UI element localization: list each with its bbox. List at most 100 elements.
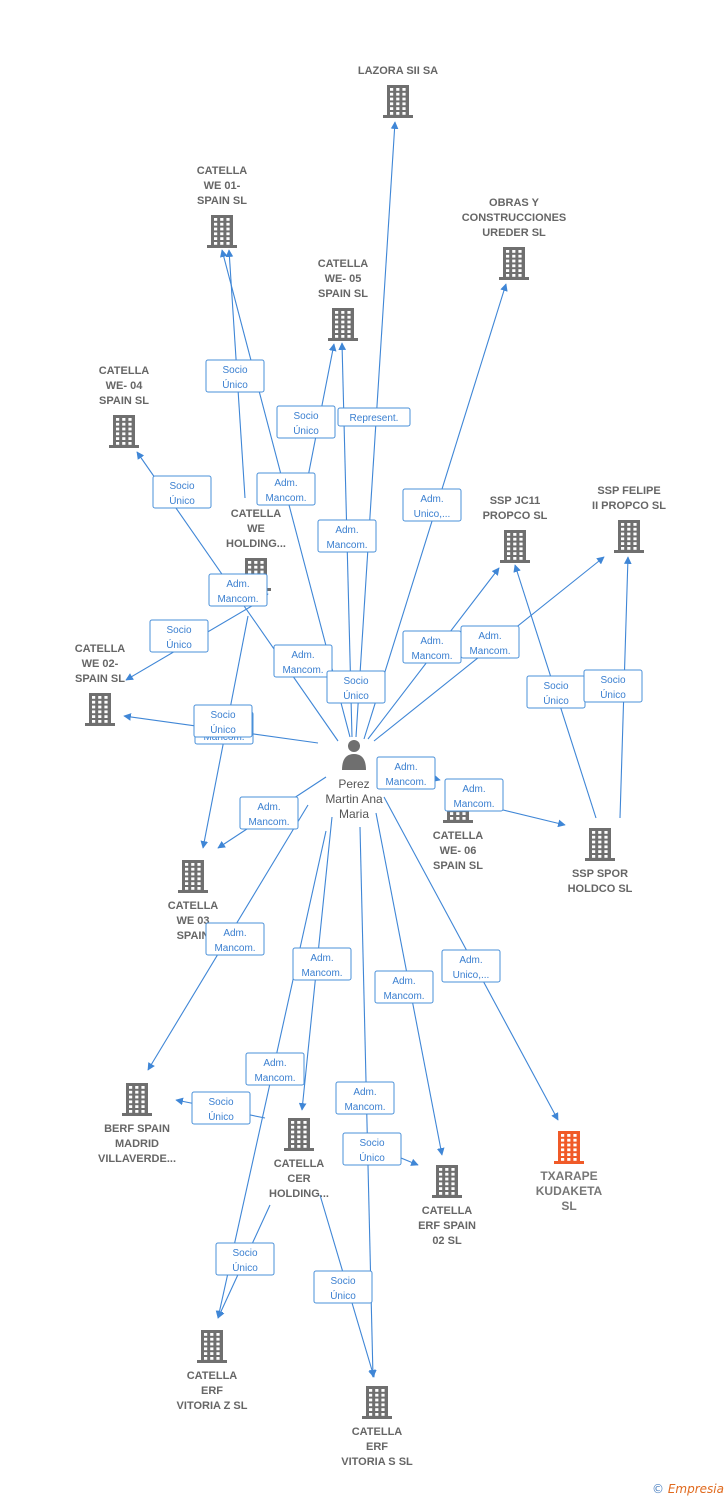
relation-label-line: Unico,... [453,970,490,981]
company-name-line: CATELLA [197,165,248,177]
relation-label-line: Mancom. [254,1073,295,1084]
company-name-line: 02 SL [432,1235,462,1247]
company-name-line: WE 02- [82,658,119,670]
relation-label-line: Adm. [335,525,358,536]
copyright-symbol: © [652,1482,665,1496]
relation-label-r-vitorias-a[interactable]: Adm.Mancom. [335,1081,395,1115]
company-name-line: CER [287,1173,310,1185]
company-name-line: WE- 06 [440,845,477,857]
relation-label-r-vitoriaz-a[interactable]: Adm.Mancom. [245,1052,305,1086]
company-name-line: WE [247,523,265,535]
company-name-line: MADRID [115,1138,159,1150]
relation-label-r-we05-b[interactable]: Adm.Mancom. [317,519,377,553]
relation-label-r-we01-b[interactable]: Adm.Mancom. [208,573,268,607]
company-name-line: CATELLA [422,1205,473,1217]
relation-label-line: Único [343,689,369,702]
company-node-lazora[interactable]: LAZORA SII SA [358,65,438,118]
relation-label-line: Socio [343,676,368,687]
relation-label-r-holding-a[interactable]: Adm.Mancom. [256,472,316,506]
company-name-line: CATELLA [274,1158,325,1170]
relation-label-r-obras[interactable]: Adm.Unico,... [402,488,462,522]
relation-label-line: Socio [222,365,247,376]
relation-label-r-we06-a[interactable]: Adm.Mancom. [376,756,436,790]
relation-label-line: Socio [208,1097,233,1108]
relation-label-r-lazora[interactable]: Represent. [337,407,411,427]
company-node-berf[interactable]: BERF SPAINMADRIDVILLAVERDE... [98,1083,176,1165]
company-node-we05[interactable]: CATELLA WE- 05 SPAIN SL [318,258,369,341]
relation-label-line: Único [600,688,626,701]
person-icon [348,740,360,752]
company-name-line: CATELLA [168,900,219,912]
footer-brand[interactable]: © Empresia [652,1482,724,1496]
company-node-cerholding[interactable]: CATELLA CER HOLDING... [269,1118,329,1200]
company-name-line: SPAIN SL [197,195,247,207]
company-name-line: CATELLA [318,258,369,270]
relation-label-line: Único [293,424,319,437]
relation-label-r-we03[interactable]: Adm. Mancom. [239,796,299,830]
company-name-line: SSP JC11 [490,495,541,507]
company-name-line: WE- 04 [106,380,144,392]
relation-label-line: Socio [543,681,568,692]
relation-label-r-berf-a[interactable]: Adm.Mancom. [205,922,265,956]
relation-label-r-cer[interactable]: Adm.Mancom. [292,947,352,981]
relation-label-line: Socio [330,1276,355,1287]
company-name-line: WE- 05 [325,273,362,285]
relation-label-r-txarape[interactable]: Adm. Unico,... [441,949,501,983]
company-name-line: ERF [201,1385,223,1397]
company-name-line: LAZORA SII SA [358,65,438,77]
relation-label-line: Adm. [291,650,314,661]
relationship-labels: Represent.SocioÚnicoSocioÚnicoAdm.Mancom… [149,359,643,1304]
relation-label-r-jc11[interactable]: Adm.Mancom. [402,630,462,664]
relation-label-line: Adm. [257,802,280,813]
relation-label-line: Único [222,378,248,391]
relation-label-line: Adm. [478,631,501,642]
company-name-line: TXARAPE [540,1169,597,1183]
relation-label-r-we06-b[interactable]: Adm.Mancom. [444,778,504,812]
relation-label-line: Mancom. [265,493,306,504]
relation-label-line: Único [330,1289,356,1302]
company-name-line: II PROPCO SL [592,500,666,512]
relation-label-line: Socio [166,625,191,636]
relation-label-r-felipe[interactable]: Adm.Mancom. [460,625,520,659]
relation-label-line: Mancom. [248,817,289,828]
person-name-line: Maria [339,807,369,821]
relation-label-line: Socio [359,1138,384,1149]
company-name-line: BERF SPAIN [104,1123,170,1135]
company-name-line: CONSTRUCCIONES [462,212,567,224]
relation-label-line: Adm. [459,955,482,966]
relation-label-line: Socio [232,1248,257,1259]
relation-label-r-holding-b[interactable]: Adm. Mancom. [273,644,333,678]
relation-label-r-erf02[interactable]: Adm.Mancom. [374,970,434,1004]
relation-label-line: Mancom. [282,665,323,676]
company-name-line: HOLDING... [269,1188,329,1200]
company-name-line: UREDER SL [482,227,546,239]
person-name-line: Perez [338,777,369,791]
company-name-line: SPAIN SL [318,288,368,300]
relation-label-line: Adm. [353,1087,376,1098]
